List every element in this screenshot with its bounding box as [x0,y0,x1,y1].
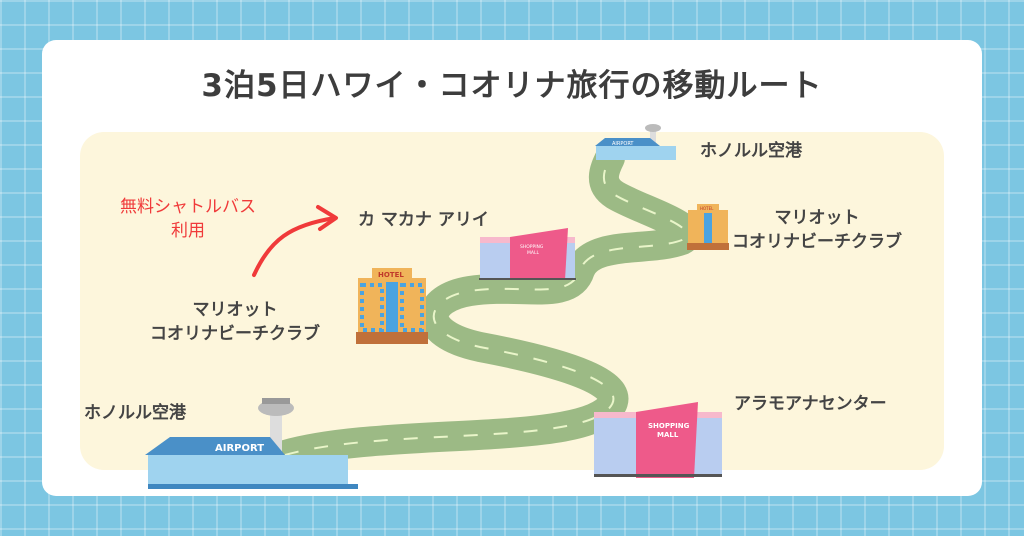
label-shuttle-bus: 無料シャトルバス利用 [120,195,256,243]
label-honolulu-airport-end: ホノルル空港 [700,141,802,161]
svg-text:MALL: MALL [657,431,679,439]
label-line: コオリナビーチクラブ [150,324,320,344]
shuttle-arrow [252,205,338,277]
svg-text:HOTEL: HOTEL [378,271,404,279]
hotel-building-1: HOTEL [356,268,428,344]
svg-text:AIRPORT: AIRPORT [612,141,634,147]
label-marriott-2: マリオットコオリナビーチクラブ [732,206,902,254]
label-line: 無料シャトルバス [120,197,256,217]
airport-building-start: AIRPORT [145,398,358,489]
label-line: 利用 [171,221,205,241]
label-line: コオリナビーチクラブ [732,232,902,252]
svg-text:SHOPPING: SHOPPING [520,244,544,250]
label-line: マリオット [192,300,278,320]
mall-building-large: SHOPPING MALL [594,402,722,478]
label-honolulu-airport-start: ホノルル空港 [84,403,186,423]
mall-building-small: SHOPPING MALL [479,228,576,280]
label-marriott-1: マリオットコオリナビーチクラブ [150,298,320,346]
svg-text:HOTEL: HOTEL [700,206,714,211]
road [270,143,702,470]
airport-sign: AIRPORT [215,443,264,454]
label-ala-moana: アラモアナセンター [734,394,887,414]
svg-text:SHOPPING: SHOPPING [648,422,690,430]
airport-building-end: AIRPORT [595,124,676,160]
svg-text:MALL: MALL [527,250,539,256]
page-title: 3泊5日ハワイ・コオリナ旅行の移動ルート [201,68,823,104]
label-kamakana: カ マカナ アリイ [358,210,489,230]
hotel-building-2: HOTEL [687,204,729,250]
label-line: マリオット [774,208,860,228]
